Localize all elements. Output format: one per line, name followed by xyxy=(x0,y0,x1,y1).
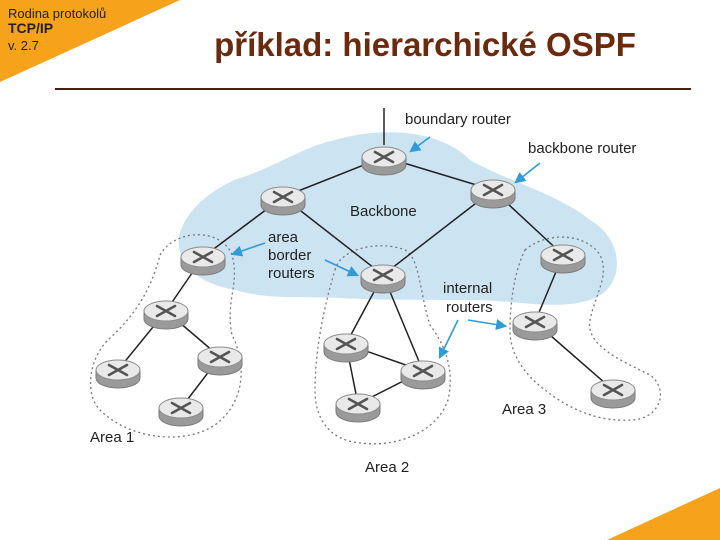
router-icon-a1_r2 xyxy=(95,359,141,389)
router-icon-bb_right xyxy=(470,179,516,209)
label-area1: Area 1 xyxy=(90,429,134,446)
label-backbone: Backbone xyxy=(350,203,417,220)
arrow-abr-area1 xyxy=(230,242,266,257)
router-icon-abr_area2 xyxy=(360,264,406,294)
router-icon-a2_r1 xyxy=(323,333,369,363)
router-icon-a1_r4 xyxy=(158,397,204,427)
router-icon-a1_r1 xyxy=(143,300,189,330)
label-internal-line1: internal xyxy=(443,280,492,297)
router-icon-a3_r1 xyxy=(512,311,558,341)
arrow-internal-area3 xyxy=(467,319,508,331)
router-icon-boundary xyxy=(361,146,407,176)
label-backbone-router: backbone router xyxy=(528,140,636,157)
router-icon-abr_area1 xyxy=(180,246,226,276)
page-title: příklad: hierarchické OSPF xyxy=(214,26,636,63)
routers-layer xyxy=(95,146,636,427)
link-bb_right-abr_area2 xyxy=(382,189,494,276)
label-internal-line2: routers xyxy=(446,299,493,316)
router-icon-a2_r2 xyxy=(400,360,446,390)
arrow-backbone-router xyxy=(514,162,541,184)
router-icon-bb_left xyxy=(260,186,306,216)
label-abr-line3: routers xyxy=(268,265,315,282)
title-underline xyxy=(55,88,691,90)
router-icon-a1_r3 xyxy=(197,346,243,376)
label-area3: Area 3 xyxy=(502,401,546,418)
label-boundary-router: boundary router xyxy=(405,111,511,128)
label-area2: Area 2 xyxy=(365,459,409,476)
arrow-abr-area2 xyxy=(324,259,360,277)
arrow-boundary-router xyxy=(409,136,431,153)
course-protocol: TCP/IP xyxy=(8,20,54,36)
router-icon-a3_r2 xyxy=(590,379,636,409)
router-icon-abr_area3 xyxy=(540,244,586,274)
course-name: Rodina protokolů xyxy=(8,6,107,21)
label-abr-line2: border xyxy=(268,247,311,264)
course-version: v. 2.7 xyxy=(8,38,39,53)
arrow-internal-area2 xyxy=(438,319,459,360)
area2-outline xyxy=(314,245,451,445)
backbone-region xyxy=(178,132,617,305)
router-icon-a2_r3 xyxy=(335,393,381,423)
label-abr-line1: area xyxy=(268,229,299,246)
